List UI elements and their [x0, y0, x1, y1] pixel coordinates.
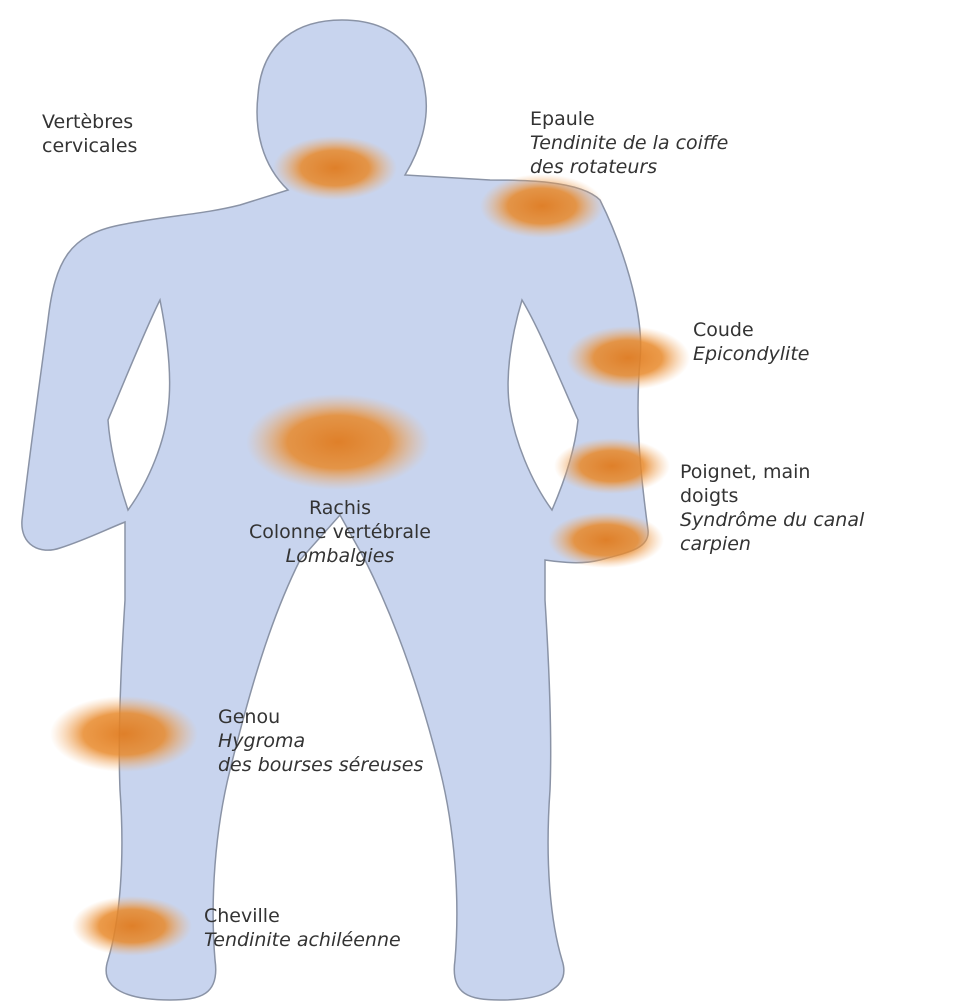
wrist-title-line2: doigts [680, 484, 864, 508]
cervical-title-line1: Vertèbres [42, 110, 137, 134]
label-elbow: Coude Epicondylite [693, 318, 809, 366]
spot-cervical [273, 136, 397, 200]
knee-sub-line1: Hygroma [218, 729, 423, 753]
shoulder-sub-line1: Tendinite de la coiffe [530, 131, 728, 155]
spine-title-line1: Rachis [190, 496, 490, 520]
elbow-sub: Epicondylite [693, 342, 809, 366]
knee-sub-line2: des bourses séreuses [218, 753, 423, 777]
label-knee: Genou Hygroma des bourses séreuses [218, 705, 423, 777]
spot-ankle [72, 896, 192, 956]
wrist-sub-line2: carpien [680, 532, 864, 556]
spot-elbow [566, 326, 690, 390]
wrist-sub-line1: Syndrôme du canal [680, 508, 864, 532]
label-spine: Rachis Colonne vertébrale Lombalgies [190, 496, 490, 568]
spine-title-line2: Colonne vertébrale [190, 520, 490, 544]
spot-shoulder [480, 174, 604, 238]
ankle-sub: Tendinite achiléenne [204, 928, 401, 952]
label-ankle: Cheville Tendinite achiléenne [204, 904, 401, 952]
spot-spine [246, 394, 430, 490]
cervical-title-line2: cervicales [42, 134, 137, 158]
knee-title: Genou [218, 705, 423, 729]
spot-knee [50, 696, 198, 772]
ankle-title: Cheville [204, 904, 401, 928]
shoulder-sub-line2: des rotateurs [530, 155, 728, 179]
spine-sub: Lombalgies [190, 544, 490, 568]
elbow-title: Coude [693, 318, 809, 342]
label-shoulder: Epaule Tendinite de la coiffe des rotate… [530, 107, 728, 179]
spot-wrist [554, 438, 670, 494]
wrist-title-line1: Poignet, main [680, 460, 864, 484]
label-cervical: Vertèbres cervicales [42, 110, 137, 158]
spot-hand [548, 512, 664, 568]
shoulder-title: Epaule [530, 107, 728, 131]
label-wrist: Poignet, main doigts Syndrôme du canal c… [680, 460, 864, 556]
